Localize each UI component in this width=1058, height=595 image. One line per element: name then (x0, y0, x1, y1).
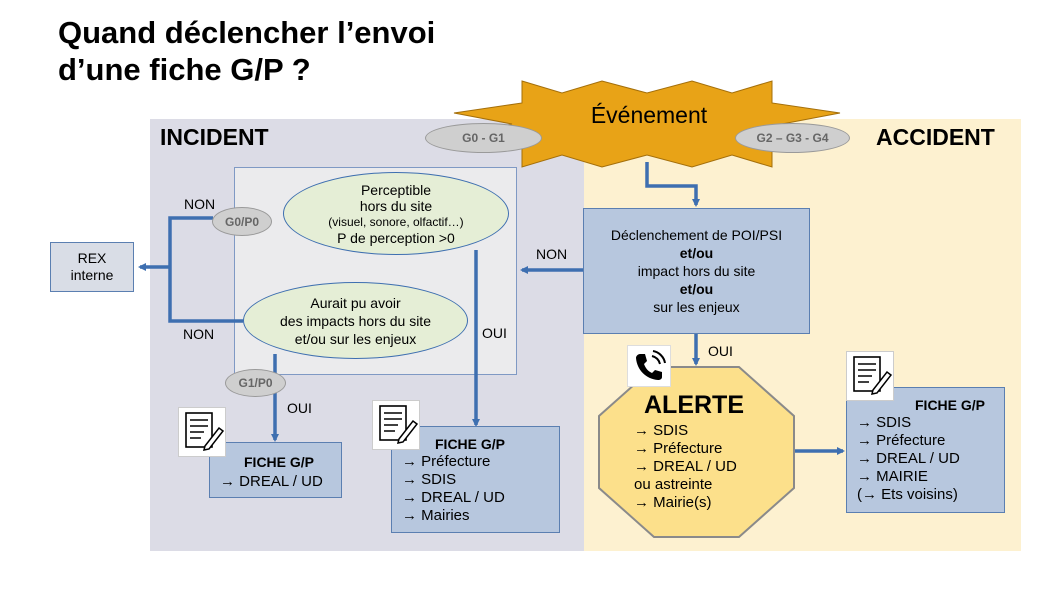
event-tag-accident: G2 – G3 - G4 (735, 123, 850, 153)
fiche-box-sdis: FICHE G/P → SDIS → Préfecture → DREAL / … (846, 387, 1005, 513)
title-line-1: Quand déclencher l’envoi (58, 15, 436, 50)
accident-label: ACCIDENT (876, 124, 995, 150)
alerte-title: ALERTE (644, 391, 744, 419)
label-oui-left: OUI (287, 400, 312, 416)
alerte-content: ALERTE → SDIS → Préfecture → DREAL / UD … (634, 390, 784, 512)
impacts-line-1: Aurait pu avoir (310, 294, 401, 311)
alerte-item-4: ou astreinte (634, 476, 713, 493)
fiche-sdis-item-2: → Préfecture (857, 432, 946, 449)
impacts-line-3: et/ou sur les enjeux (294, 330, 417, 347)
perceptible-line-4: P de perception >0 (337, 229, 455, 246)
rex-line-1: REX (77, 250, 107, 266)
document-pencil-icon (372, 400, 420, 450)
impacts-tag: G1/P0 (225, 369, 286, 397)
perceptible-tag: G0/P0 (212, 207, 272, 236)
event-tag-incident: G0 - G1 (425, 123, 542, 153)
document-pencil-icon (178, 407, 226, 457)
fiche-sdis-item-5: (→ Ets voisins) (857, 486, 958, 503)
trigger-line-3: impact hors du site (637, 263, 756, 279)
arrow-event-to-trigger (645, 162, 700, 207)
fiche-prefecture-item-1: → Préfecture (402, 453, 491, 470)
impacts-oval: Aurait pu avoir des impacts hors du site… (243, 282, 468, 359)
fiche-dreal-item-1: → DREAL / UD (220, 473, 323, 490)
impacts-line-2: des impacts hors du site (280, 312, 431, 329)
trigger-box: Déclenchement de POI/PSI et/ou impact ho… (583, 208, 810, 334)
title-line-2: d’une fiche G/P ? (58, 52, 311, 87)
label-oui-right: OUI (708, 343, 733, 359)
connector-non-top (168, 216, 243, 323)
rex-box: REX interne (50, 242, 134, 292)
document-pencil-icon (846, 351, 894, 401)
alerte-item-2: → Préfecture (634, 440, 723, 457)
fiche-sdis-item-4: → MAIRIE (857, 468, 928, 485)
fiche-prefecture-item-4: → Mairies (402, 507, 470, 524)
incident-label: INCIDENT (160, 124, 269, 150)
alerte-octagon-shape (598, 366, 795, 538)
trigger-line-4: et/ou (679, 281, 714, 297)
fiche-sdis-title: FICHE G/P (915, 397, 986, 413)
fiche-prefecture-item-2: → SDIS (402, 471, 457, 488)
trigger-line-1: Déclenchement de POI/PSI (610, 227, 783, 243)
label-non-bottom: NON (183, 326, 215, 342)
perceptible-oval: Perceptible hors du site (visuel, sonore… (283, 172, 509, 255)
fiche-dreal-title: FICHE G/P (244, 454, 315, 470)
fiche-sdis-item-3: → DREAL / UD (857, 450, 960, 467)
label-oui-center: OUI (482, 325, 507, 341)
fiche-sdis-item-1: → SDIS (857, 414, 912, 431)
rex-line-2: interne (70, 267, 114, 283)
perceptible-line-2: hors du site (359, 197, 433, 214)
phone-icon (627, 345, 671, 387)
perceptible-line-1: Perceptible (360, 181, 432, 198)
perceptible-line-3: (visuel, sonore, olfactif…) (328, 214, 464, 229)
alerte-item-3: → DREAL / UD (634, 458, 737, 475)
trigger-line-5: sur les enjeux (653, 299, 740, 315)
label-non-middle: NON (536, 246, 568, 262)
label-non-top: NON (184, 196, 216, 212)
alerte-item-5: → Mairie(s) (634, 494, 712, 511)
fiche-box-dreal: FICHE G/P → DREAL / UD (209, 442, 342, 498)
trigger-line-2: et/ou (679, 245, 714, 261)
alerte-item-1: → SDIS (634, 422, 689, 439)
fiche-box-prefecture: FICHE G/P → Préfecture → SDIS → DREAL / … (391, 426, 560, 533)
event-label: Événement (590, 101, 708, 128)
page-title: Quand déclencher l’envoi d’une fiche G/P… (58, 14, 578, 88)
fiche-prefecture-item-3: → DREAL / UD (402, 489, 505, 506)
fiche-prefecture-title: FICHE G/P (435, 436, 506, 452)
